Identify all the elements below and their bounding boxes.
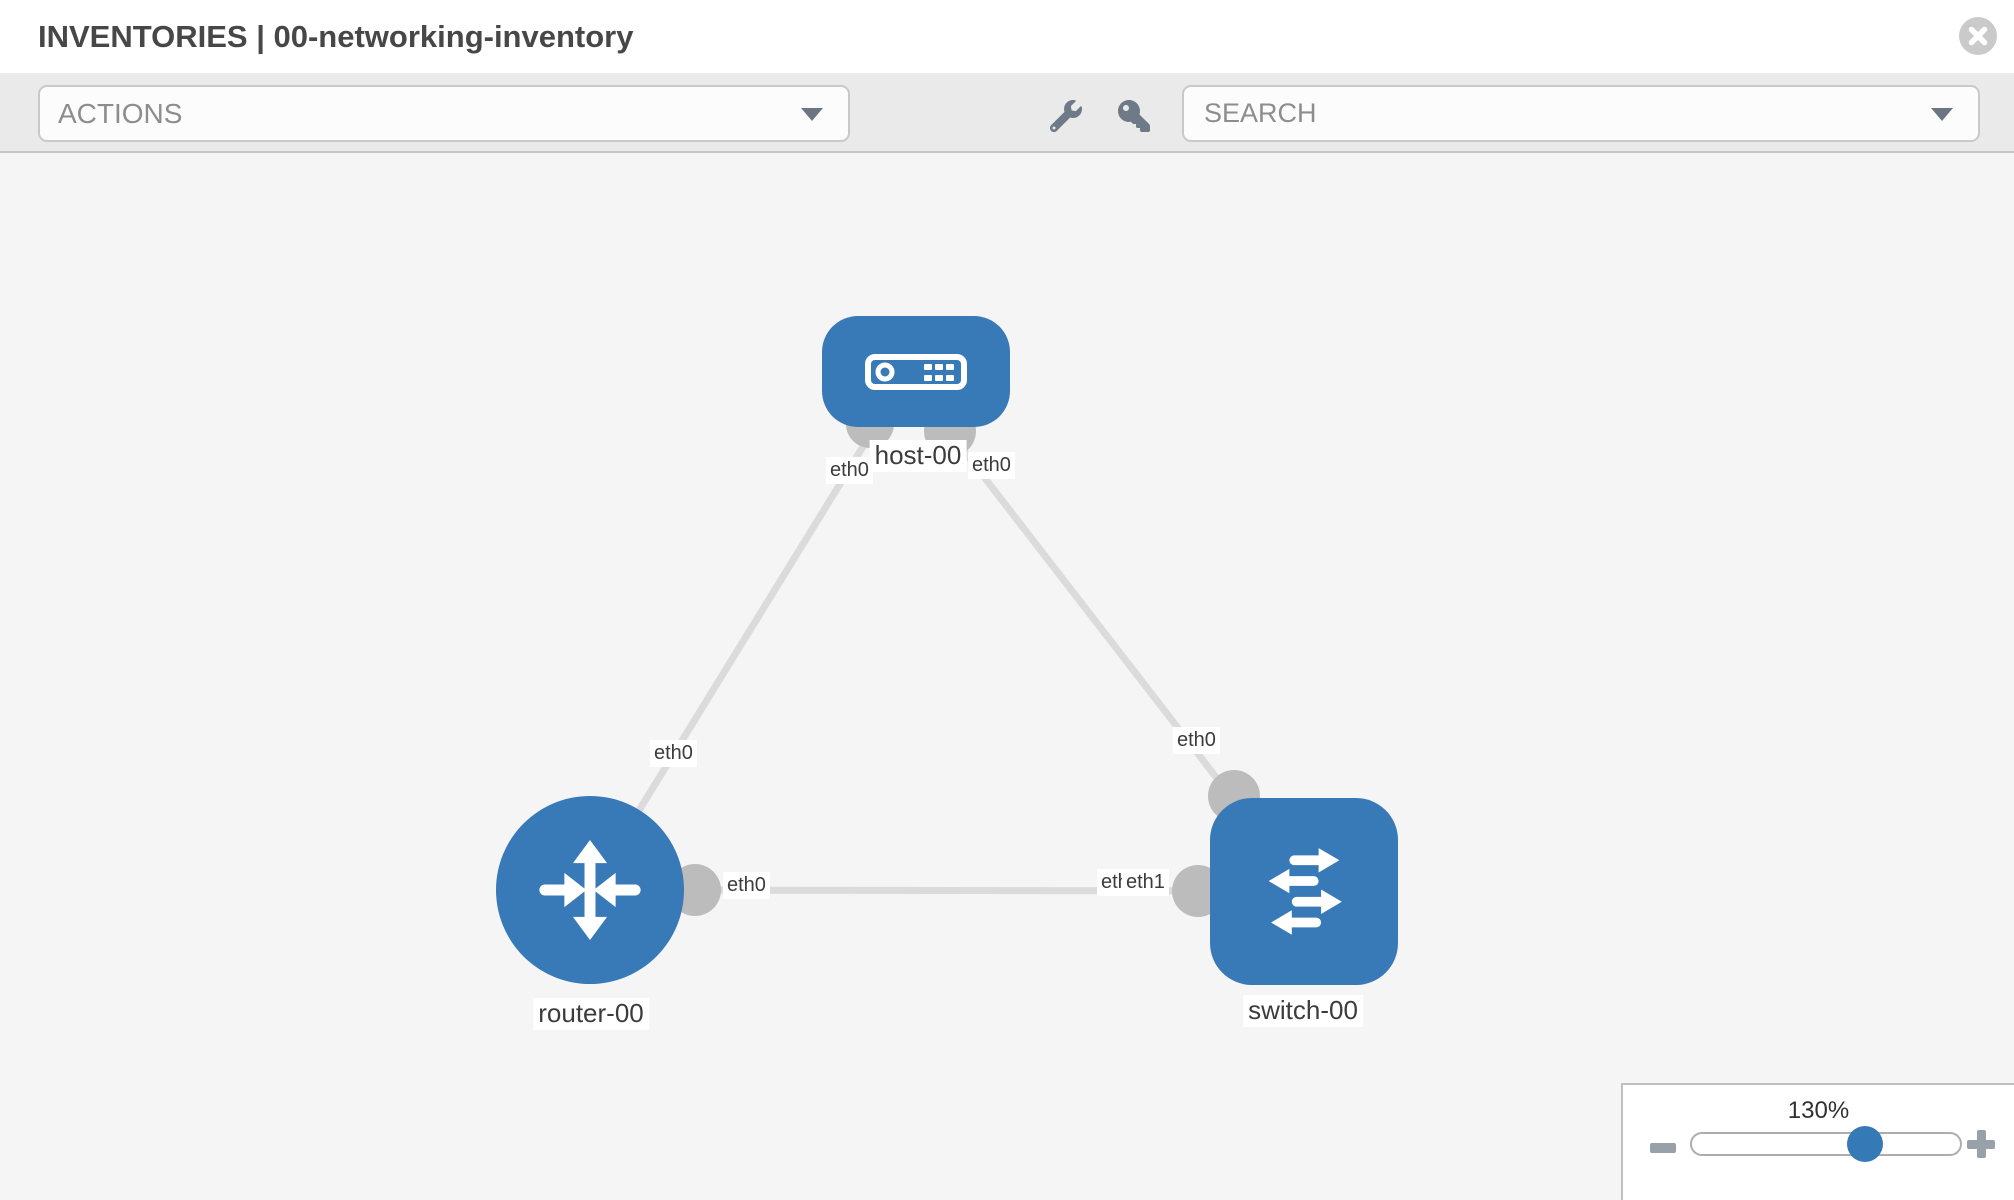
toolbar: ACTIONS SEARCH [0,73,2014,153]
links-layer [587,400,1307,917]
node-label-host-00: host-00 [869,440,967,472]
configure-button[interactable] [1046,97,1086,137]
page-title: INVENTORIES | 00-networking-inventory [38,19,634,54]
host-icon [865,353,967,390]
minus-icon [1650,1143,1676,1153]
interface-label-eth0: eth0 [1173,727,1220,754]
node-label-router-00: router-00 [533,998,649,1030]
topology-canvas[interactable]: host-00 router-00 switch-00 eth0 eth0 et… [0,153,2014,1200]
switch-icon [1268,847,1342,935]
close-icon [1959,17,1997,55]
search-dropdown-label: SEARCH [1204,98,1317,128]
node-label-switch-00: switch-00 [1243,995,1363,1027]
close-button[interactable] [1958,16,1998,56]
key-icon [1118,99,1150,132]
zoom-slider[interactable] [1690,1126,1962,1162]
chevron-down-icon [1931,108,1953,121]
node-switch-00[interactable] [1210,798,1398,985]
interface-label-eth1: eth1 [1122,869,1169,896]
zoom-level: 130% [1787,1097,1850,1124]
search-dropdown[interactable]: SEARCH [1182,85,1980,142]
actions-dropdown-label: ACTIONS [58,98,183,129]
interface-label-eth0: eth0 [826,457,873,484]
zoom-in-button[interactable] [1967,1130,1995,1158]
zoom-control-panel: 130% [1621,1083,2014,1200]
actions-dropdown[interactable]: ACTIONS [38,85,850,142]
interface-label-eth0: eth0 [723,872,770,899]
wrench-icon [1049,99,1082,132]
zoom-out-button[interactable] [1647,1131,1679,1157]
interface-label-eth0: eth0 [650,740,697,767]
zoom-slider-thumb[interactable] [1847,1126,1883,1162]
node-router-00[interactable] [496,796,684,984]
node-host-00[interactable] [822,316,1010,427]
credentials-button[interactable] [1114,97,1154,137]
interface-label-eth0: eth0 [968,452,1015,479]
router-icon [539,839,641,941]
plus-icon [1967,1130,1995,1158]
header: INVENTORIES | 00-networking-inventory [0,0,2014,73]
chevron-down-icon [801,108,823,121]
